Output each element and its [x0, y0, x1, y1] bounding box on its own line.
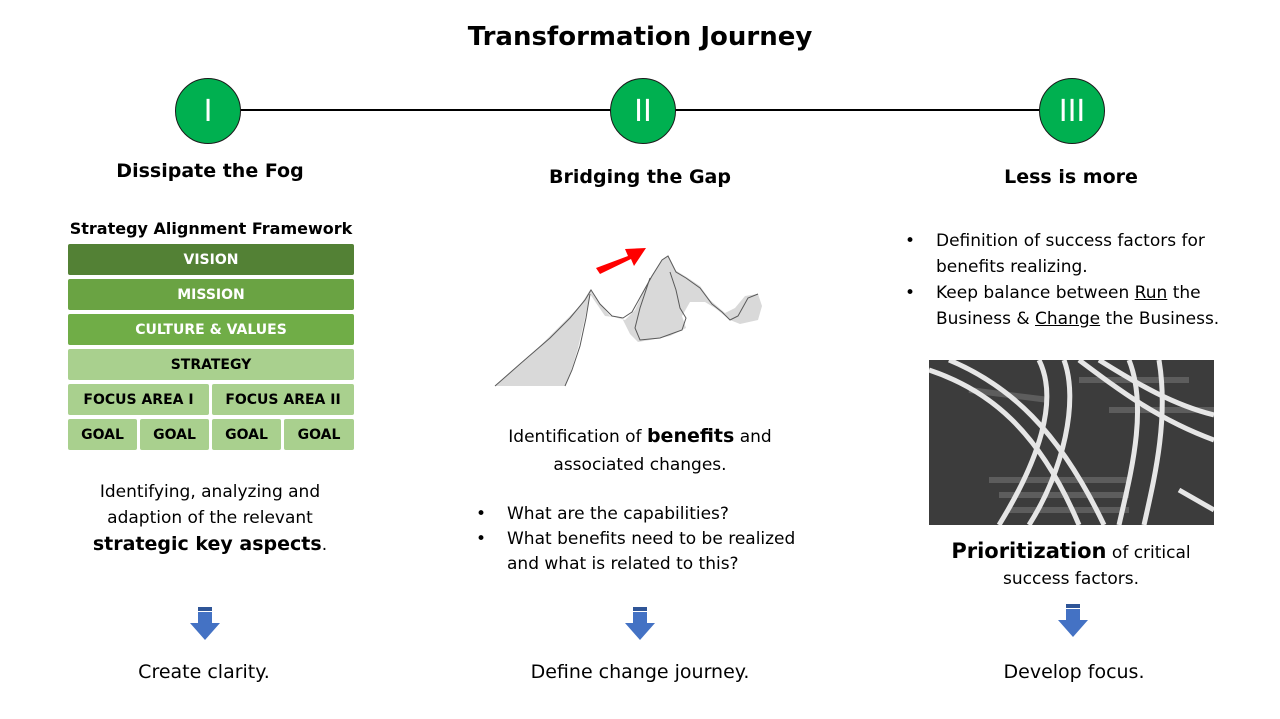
framework-focus-area-1: FOCUS AREA I — [68, 384, 209, 415]
col2-text-bold: benefits — [646, 425, 735, 447]
col2-text-and: and — [739, 427, 772, 447]
col1-text-end: . — [321, 535, 328, 555]
framework-goal: GOAL — [140, 419, 209, 450]
framework-title: Strategy Alignment Framework — [69, 219, 353, 238]
list-item: Definition of success factors for benefi… — [905, 228, 1245, 280]
col3-text: of critical success factors. — [1003, 543, 1191, 589]
col1-text-bold: strategic key aspects — [92, 533, 322, 555]
phase-1-title: Dissipate the Fog — [116, 160, 304, 182]
list-item: What are the capabilities? — [476, 502, 816, 527]
col1-text: Identifying, analyzing and adaption of t… — [99, 482, 321, 528]
phase-2-result: Define change journey. — [530, 661, 750, 683]
col1-description: Identifying, analyzing and adaption of t… — [60, 479, 360, 558]
red-arrow — [594, 244, 650, 278]
col3-text-bold: Prioritization — [951, 539, 1107, 563]
list-item: What benefits need to be realized and wh… — [476, 527, 816, 577]
framework-focus-area-2: FOCUS AREA II — [212, 384, 354, 415]
col3-bullet-list: Definition of success factors for benefi… — [905, 228, 1245, 332]
list-item: Keep balance between Run the Business & … — [905, 280, 1245, 332]
col2-text-end: associated changes. — [553, 455, 727, 475]
col2-bullet-list: What are the capabilities? What benefits… — [476, 502, 816, 577]
list-item-text: the Business. — [1105, 309, 1220, 329]
railway-tracks-photo — [929, 360, 1214, 525]
framework-goal: GOAL — [68, 419, 137, 450]
phase-3-title: Less is more — [1004, 166, 1138, 188]
col2-text: Identification of — [508, 427, 642, 447]
col3-description: Prioritization of critical success facto… — [921, 538, 1221, 592]
down-arrow-icon — [1057, 604, 1089, 638]
list-item-run: Run — [1134, 283, 1168, 303]
phase-2-marker: II — [610, 78, 676, 144]
list-item-change: Change — [1035, 309, 1101, 329]
framework-culture: CULTURE & VALUES — [68, 314, 354, 345]
framework-goal: GOAL — [212, 419, 281, 450]
list-item-text: Keep balance between — [936, 283, 1130, 303]
phase-1-marker: I — [175, 78, 241, 144]
down-arrow-icon — [189, 607, 221, 641]
phase-1-result: Create clarity. — [138, 661, 270, 683]
page-title: Transformation Journey — [467, 22, 813, 52]
framework-strategy: STRATEGY — [68, 349, 354, 380]
col2-description: Identification of benefits and associate… — [480, 422, 800, 479]
phase-2-title: Bridging the Gap — [549, 166, 731, 188]
phase-3-marker: III — [1039, 78, 1105, 144]
framework-vision: VISION — [68, 244, 354, 275]
framework-goal: GOAL — [284, 419, 354, 450]
down-arrow-icon — [624, 607, 656, 641]
list-item-text: the Business & — [936, 283, 1201, 329]
mountain-illustration — [490, 238, 770, 390]
phase-3-result: Develop focus. — [1003, 661, 1145, 683]
framework-mission: MISSION — [68, 279, 354, 310]
